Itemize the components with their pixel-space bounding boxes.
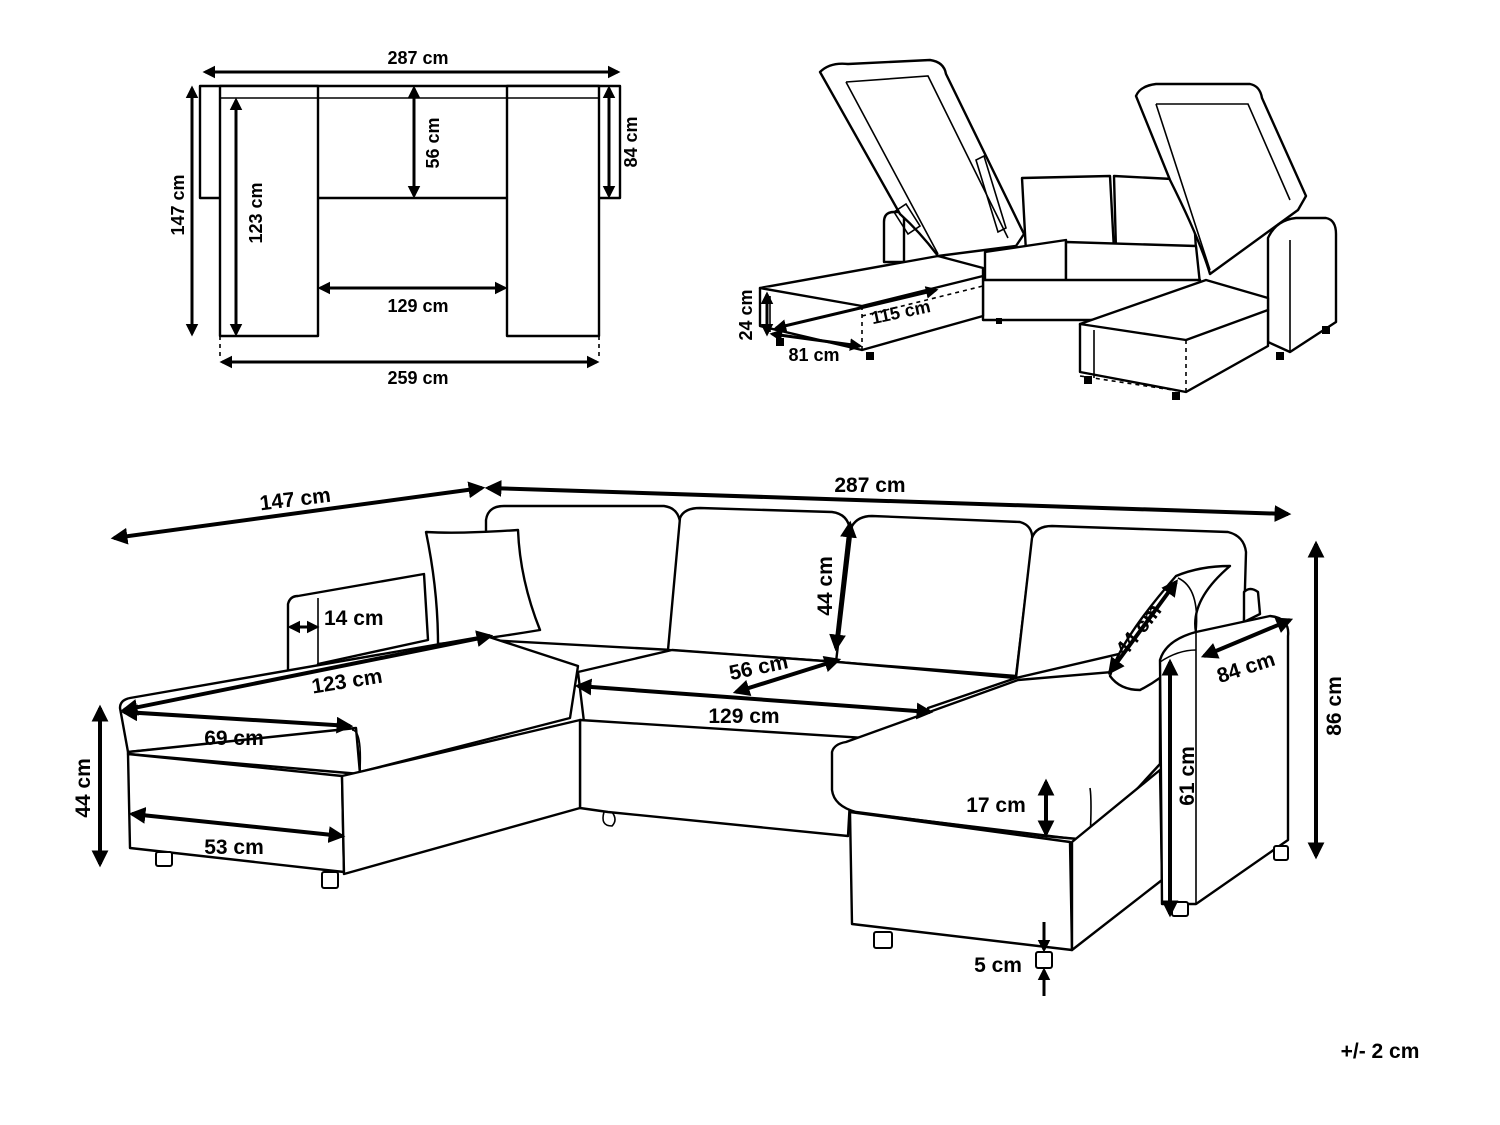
- storage-view: 24 cm 115 cm 81 cm: [736, 58, 1338, 400]
- persp-arm-width-label: 14 cm: [324, 607, 384, 630]
- persp-seat-height-label: 44 cm: [72, 758, 95, 818]
- persp-middle-width-label: 129 cm: [708, 705, 779, 728]
- persp-arm-height-label: 61 cm: [1176, 746, 1199, 806]
- plan-middle-width-label: 129 cm: [387, 296, 448, 316]
- plan-view: 287 cm 147 cm 123 cm 56 cm 84 cm 129 cm …: [168, 48, 641, 388]
- persp-cushion-size-arrow: [1108, 579, 1178, 675]
- persp-width-label: 287 cm: [834, 474, 905, 497]
- persp-chaise-width-label: 69 cm: [204, 727, 264, 750]
- perspective-sofa-outline: [118, 504, 1290, 969]
- storage-height-label: 24 cm: [736, 289, 756, 340]
- persp-base-width-arrow: [128, 807, 346, 843]
- plan-inner-width-label: 259 cm: [387, 368, 448, 388]
- persp-back-height-arrow: [829, 520, 857, 652]
- persp-arm-depth-arrow: [1200, 617, 1294, 659]
- persp-width-arrow: [484, 480, 1292, 522]
- plan-depth-label: 147 cm: [168, 174, 188, 235]
- storage-sofa-outline: [758, 58, 1338, 400]
- storage-width-label: 81 cm: [788, 345, 839, 365]
- persp-back-height-label: 44 cm: [814, 556, 837, 616]
- storage-length-arrow: [773, 286, 939, 332]
- perspective-view: 147 cm 287 cm 44 cm 14 cm 123 cm 56 cm 1…: [72, 474, 1346, 996]
- persp-middle-width-arrow: [574, 678, 934, 720]
- plan-total-width-label: 287 cm: [387, 48, 448, 68]
- plan-chaise-length-label: 123 cm: [246, 182, 266, 243]
- plan-arm-depth-label: 84 cm: [621, 116, 641, 167]
- persp-cushion-thickness-label: 17 cm: [966, 794, 1026, 817]
- persp-chaise-length-arrow: [120, 630, 494, 716]
- persp-depth-arrow: [110, 481, 486, 545]
- persp-leg-height-label: 5 cm: [974, 954, 1022, 977]
- tolerance-note: +/- 2 cm: [1341, 1040, 1420, 1063]
- plan-back-depth-label: 56 cm: [423, 117, 443, 168]
- persp-chaise-width-arrow: [120, 704, 354, 734]
- storage-width-arrow: [769, 329, 863, 351]
- persp-total-height-label: 86 cm: [1323, 676, 1346, 736]
- persp-base-width-label: 53 cm: [204, 836, 264, 859]
